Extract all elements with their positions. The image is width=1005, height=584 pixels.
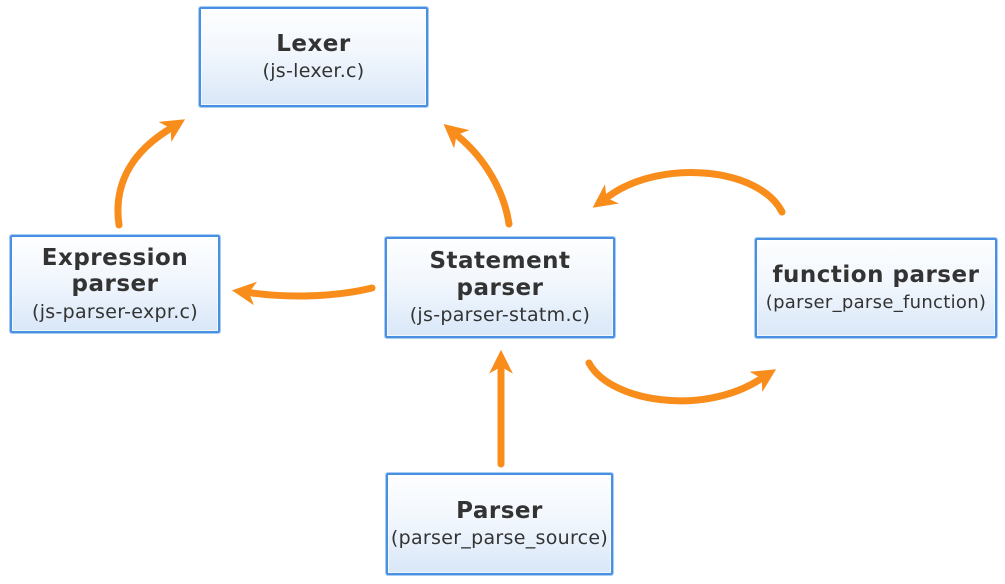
node-expression-parser-title: Expression parser (41, 244, 189, 298)
arrow-expression-parser-to-lexer (114, 119, 186, 229)
node-parser-title: Parser (456, 497, 543, 524)
node-expression-parser-subtitle: (js-parser-expr.c) (31, 300, 199, 323)
node-function-parser-subtitle: (parser_parse_function) (765, 291, 987, 313)
node-parser-subtitle: (parser_parse_source) (390, 527, 609, 550)
arrow-statement-parser-to-expression-parser (231, 281, 376, 306)
node-statement-parser-subtitle: (js-parser-statm.c) (409, 304, 591, 327)
node-expression-parser: Expression parser (js-parser-expr.c) (10, 235, 220, 333)
node-lexer-title: Lexer (276, 30, 351, 57)
arrow-statement-parser-to-lexer (443, 123, 513, 228)
arrow-statement-parser-to-function-parser (585, 359, 777, 405)
node-function-parser-title: function parser (772, 262, 980, 289)
node-lexer: Lexer (js-lexer.c) (199, 7, 428, 107)
arrow-function-parser-to-statement-parser (592, 169, 786, 216)
node-statement-parser-title: Statement parser (429, 248, 571, 301)
node-function-parser: function parser (parser_parse_function) (755, 238, 997, 338)
node-parser: Parser (parser_parse_source) (386, 473, 613, 575)
node-lexer-subtitle: (js-lexer.c) (262, 60, 365, 83)
node-statement-parser: Statement parser (js-parser-statm.c) (385, 237, 615, 338)
